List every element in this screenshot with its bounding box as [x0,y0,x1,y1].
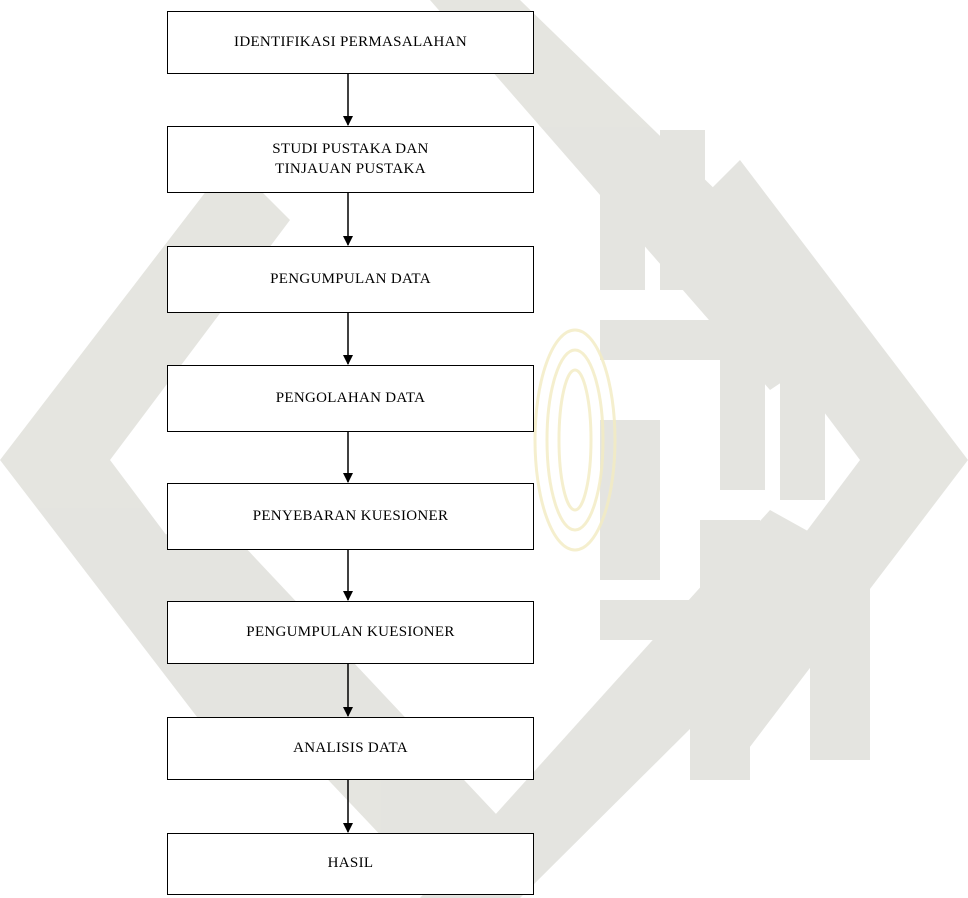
step-pengumpulan-data: PENGUMPULAN DATA [167,246,534,313]
step-pengumpulan-kuesioner: PENGUMPULAN KUESIONER [167,601,534,664]
step-hasil: HASIL [167,833,534,895]
step-analisis-data: ANALISIS DATA [167,717,534,780]
step-pengolahan-data: PENGOLAHAN DATA [167,365,534,432]
step-penyebaran-kuesioner: PENYEBARAN KUESIONER [167,483,534,550]
step-studi-pustaka: STUDI PUSTAKA DAN TINJAUAN PUSTAKA [167,126,534,193]
step-identifikasi-permasalahan: IDENTIFIKASI PERMASALAHAN [167,11,534,74]
